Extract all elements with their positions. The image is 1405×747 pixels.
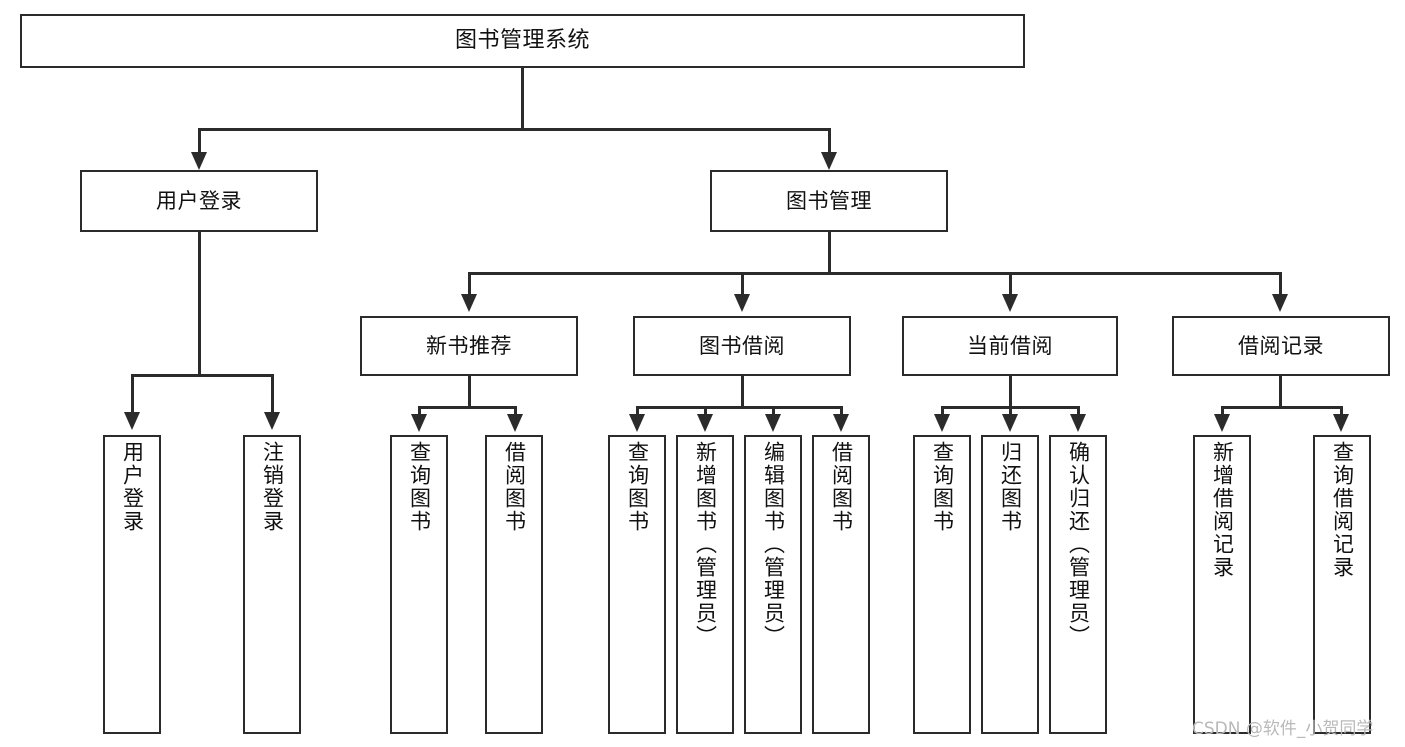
connector-book-manage-drop-3	[1009, 272, 1012, 298]
node-leaf-confirm-return-label: 确认归还（管理员）	[1066, 441, 1091, 648]
node-leaf-borrow-book-label: 借阅图书	[829, 441, 854, 533]
arrow-to-leaf-borrow-book	[833, 414, 849, 432]
node-leaf-query-book-borrow[interactable]: 查询图书	[608, 435, 666, 734]
node-leaf-add-record[interactable]: 新增借阅记录	[1193, 435, 1251, 734]
connector-user-login-bus	[131, 374, 273, 377]
node-user-login-label: 用户登录	[156, 188, 242, 213]
connector-borrow-record-bus	[1221, 406, 1342, 409]
arrow-to-leaf-query-record	[1333, 414, 1349, 432]
node-leaf-query-record-label: 查询借阅记录	[1330, 441, 1355, 579]
node-current-borrow[interactable]: 当前借阅	[902, 316, 1118, 376]
node-leaf-add-book[interactable]: 新增图书（管理员）	[676, 435, 734, 734]
node-leaf-edit-book[interactable]: 编辑图书（管理员）	[744, 435, 802, 734]
connector-root-stem	[521, 68, 524, 130]
connector-book-manage-drop-1	[468, 272, 471, 298]
node-book-manage-label: 图书管理	[786, 188, 872, 213]
connector-new-book-rec-stem	[468, 376, 471, 408]
connector-user-login-drop-2	[271, 374, 274, 416]
node-leaf-add-book-label: 新增图书（管理员）	[693, 441, 718, 648]
node-leaf-user-login-label: 用户登录	[120, 441, 145, 533]
arrow-to-leaf-borrow-book-rec	[507, 414, 523, 432]
node-leaf-confirm-return[interactable]: 确认归还（管理员）	[1049, 435, 1107, 734]
connector-book-manage-bus	[468, 272, 1281, 275]
connector-user-login-drop-1	[131, 374, 134, 416]
arrow-to-new-book-rec	[461, 294, 477, 312]
node-book-manage[interactable]: 图书管理	[710, 170, 948, 232]
arrow-to-leaf-add-record	[1214, 414, 1230, 432]
connector-borrow-record-stem	[1279, 376, 1282, 408]
csdn-watermark: CSDN @软件_小贺同学	[1192, 719, 1374, 739]
arrow-to-leaf-user-login	[124, 412, 140, 430]
node-new-book-rec[interactable]: 新书推荐	[360, 316, 578, 376]
arrow-to-leaf-user-logout	[264, 412, 280, 430]
node-leaf-borrow-book-rec[interactable]: 借阅图书	[485, 435, 543, 734]
node-leaf-user-logout[interactable]: 注销登录	[243, 435, 301, 734]
arrow-to-leaf-confirm-return	[1070, 414, 1086, 432]
connector-root-drop-book-manage	[828, 128, 831, 156]
arrow-to-book-manage	[821, 152, 837, 170]
arrow-to-leaf-return-book	[1002, 414, 1018, 432]
node-leaf-query-book-rec[interactable]: 查询图书	[390, 435, 448, 734]
arrow-to-leaf-query-book-borrow	[629, 414, 645, 432]
node-leaf-query-book-current[interactable]: 查询图书	[913, 435, 971, 734]
connector-current-borrow-drop-1	[941, 406, 944, 418]
connector-book-manage-stem	[828, 232, 831, 274]
arrow-to-leaf-add-book	[697, 414, 713, 432]
node-leaf-query-record[interactable]: 查询借阅记录	[1313, 435, 1371, 734]
connector-book-borrow-drop-4	[840, 406, 843, 418]
connector-current-borrow-drop-2	[1009, 406, 1012, 418]
node-leaf-borrow-book[interactable]: 借阅图书	[812, 435, 870, 734]
connector-book-borrow-bus	[636, 406, 842, 409]
connector-book-borrow-drop-1	[636, 406, 639, 418]
connector-new-book-rec-drop-2	[514, 406, 517, 418]
connector-borrow-record-drop-1	[1221, 406, 1224, 418]
connector-root-bus	[198, 128, 831, 131]
connector-borrow-record-drop-2	[1340, 406, 1343, 418]
arrow-to-leaf-query-book-rec	[411, 414, 427, 432]
arrow-to-current-borrow	[1002, 294, 1018, 312]
node-leaf-return-book[interactable]: 归还图书	[981, 435, 1039, 734]
connector-book-borrow-drop-3	[772, 406, 775, 418]
node-new-book-rec-label: 新书推荐	[426, 333, 512, 358]
node-leaf-add-record-label: 新增借阅记录	[1210, 441, 1235, 579]
connector-book-borrow-drop-2	[704, 406, 707, 418]
node-leaf-user-logout-label: 注销登录	[260, 441, 285, 533]
node-book-borrow-label: 图书借阅	[699, 333, 785, 358]
node-leaf-query-book-borrow-label: 查询图书	[625, 441, 650, 533]
node-leaf-query-book-rec-label: 查询图书	[407, 441, 432, 533]
node-borrow-record[interactable]: 借阅记录	[1172, 316, 1390, 376]
node-user-login[interactable]: 用户登录	[80, 170, 318, 232]
arrow-to-leaf-query-book-current	[934, 414, 950, 432]
node-leaf-borrow-book-rec-label: 借阅图书	[502, 441, 527, 533]
connector-book-borrow-stem	[741, 376, 744, 408]
arrow-to-leaf-edit-book	[765, 414, 781, 432]
node-leaf-return-book-label: 归还图书	[998, 441, 1023, 533]
node-root-label: 图书管理系统	[454, 28, 590, 54]
connector-book-manage-drop-4	[1279, 272, 1282, 298]
node-root[interactable]: 图书管理系统	[20, 14, 1025, 68]
connector-new-book-rec-drop-1	[418, 406, 421, 418]
connector-current-borrow-stem	[1009, 376, 1012, 408]
node-current-borrow-label: 当前借阅	[967, 333, 1053, 358]
node-borrow-record-label: 借阅记录	[1238, 333, 1324, 358]
node-leaf-edit-book-label: 编辑图书（管理员）	[761, 441, 786, 648]
arrow-to-user-login	[191, 152, 207, 170]
connector-root-drop-user-login	[198, 128, 201, 156]
connector-user-login-stem	[198, 232, 201, 376]
node-book-borrow[interactable]: 图书借阅	[633, 316, 851, 376]
connector-new-book-rec-bus	[418, 406, 516, 409]
arrow-to-borrow-record	[1272, 294, 1288, 312]
node-leaf-user-login[interactable]: 用户登录	[103, 435, 161, 734]
connector-book-manage-drop-2	[741, 272, 744, 298]
arrow-to-book-borrow	[734, 294, 750, 312]
connector-current-borrow-drop-3	[1077, 406, 1080, 418]
node-leaf-query-book-current-label: 查询图书	[930, 441, 955, 533]
